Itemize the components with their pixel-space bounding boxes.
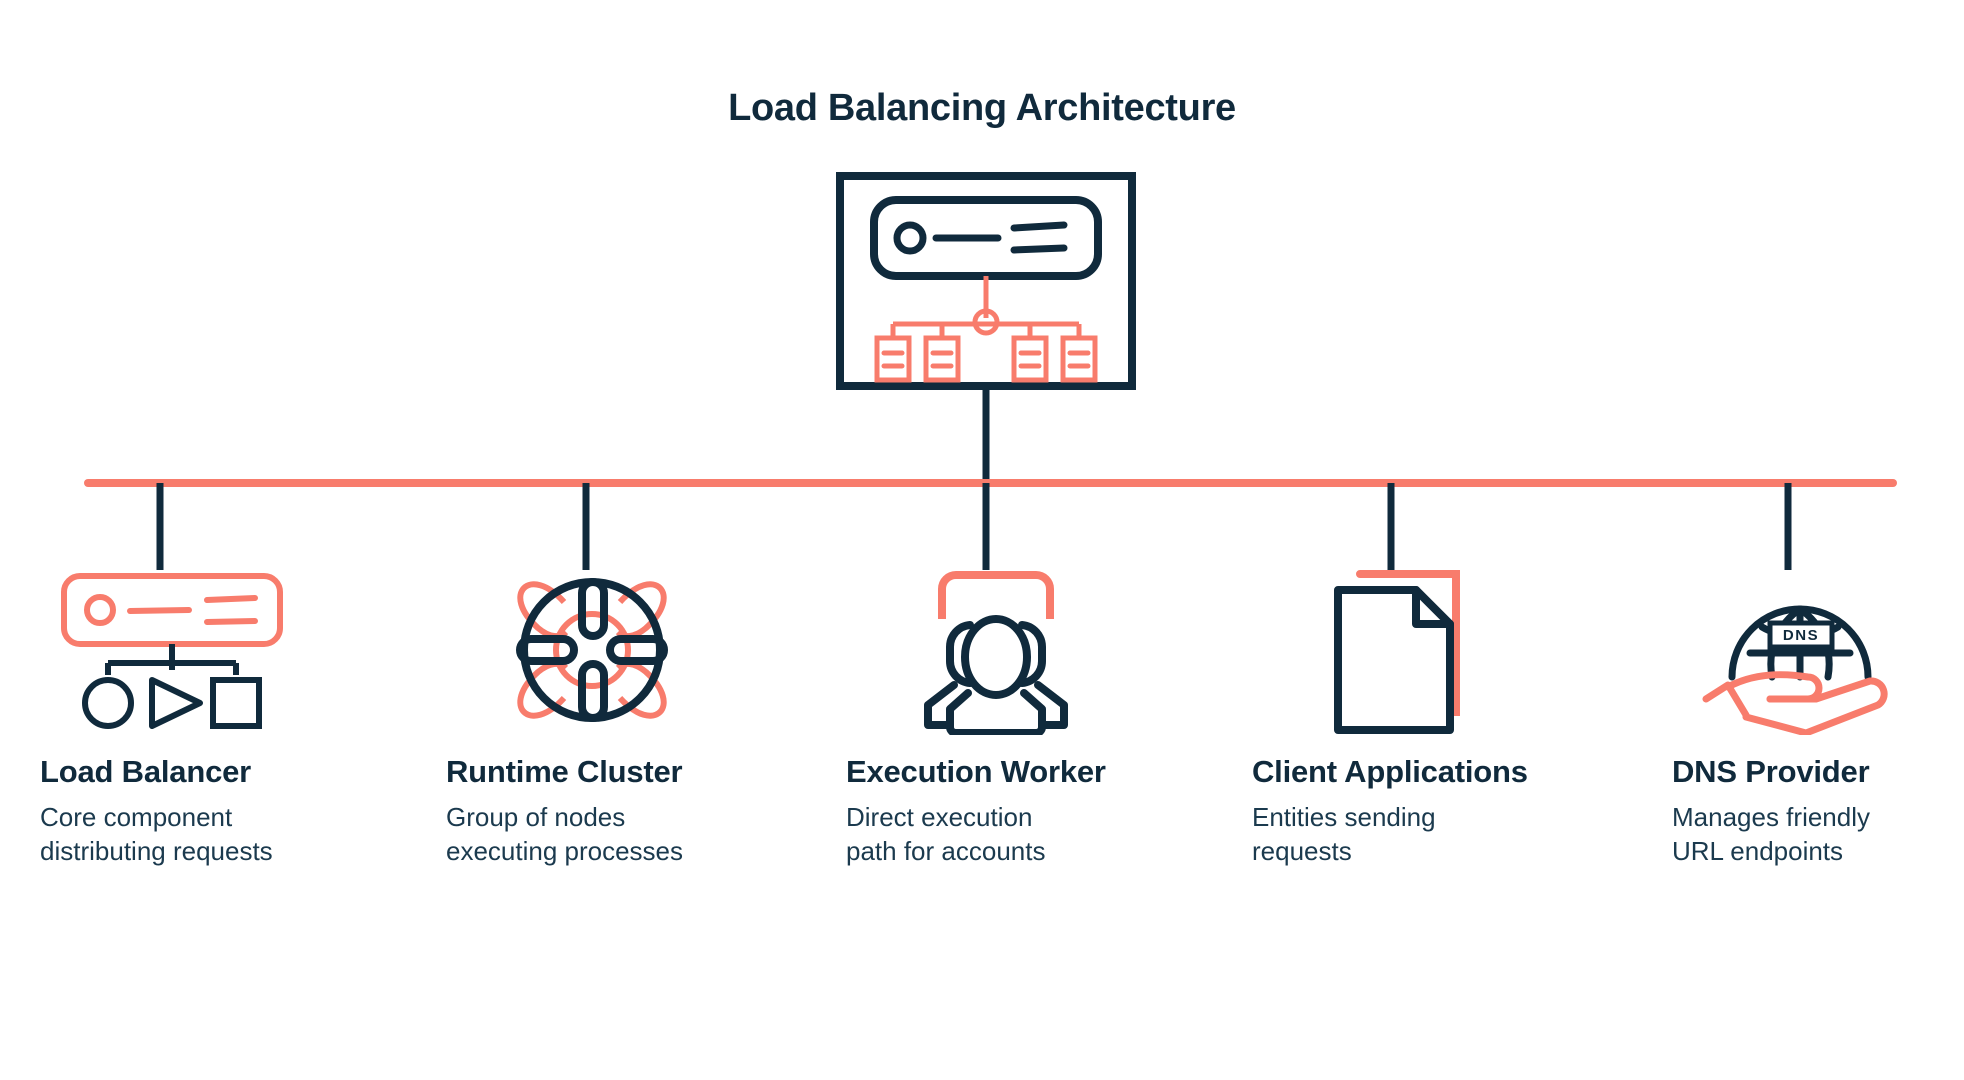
hub-server-1	[874, 335, 912, 383]
node-load-balancer[interactable]: Load Balancer Core component distributin…	[40, 560, 420, 869]
node-title: Runtime Cluster	[446, 754, 683, 789]
node-client-applications[interactable]: Client Applications Entities sending req…	[1252, 560, 1632, 869]
load-balancer-shapes-icon	[40, 560, 420, 740]
node-runtime-cluster[interactable]: Runtime Cluster Group of nodes executing…	[446, 560, 826, 869]
hub-line-2	[1010, 221, 1068, 232]
node-description-line: executing processes	[446, 836, 684, 867]
document-fold	[1412, 586, 1454, 628]
load-balancer-server-tree-icon	[836, 172, 1136, 390]
shape-square	[210, 677, 262, 729]
dns-label-text: DNS	[1783, 627, 1819, 644]
node-description-line: path for accounts	[846, 836, 1046, 867]
node-dns-provider[interactable]: DNS DNS Provider Manages friendly URL en…	[1672, 560, 1964, 869]
node-description-line: Manages friendly	[1672, 801, 1870, 832]
shape-circle	[82, 677, 134, 729]
node-description: Group of nodes executing processes	[446, 800, 826, 869]
node-title: DNS Provider	[1672, 754, 1870, 789]
node-title: Load Balancer	[40, 754, 252, 789]
node-description-line: Core component	[40, 801, 233, 832]
node-title: Execution Worker	[846, 754, 1106, 789]
node-description: Direct execution path for accounts	[846, 800, 1226, 869]
node-description: Entities sending requests	[1252, 800, 1632, 869]
node-title: Client Applications	[1252, 754, 1528, 789]
hub-status-dot	[893, 221, 927, 255]
hub-server-3	[1011, 335, 1049, 383]
shape-triangle	[149, 677, 203, 729]
hub-line-3	[1010, 244, 1068, 254]
node-description-line: Group of nodes	[446, 801, 626, 832]
hub-frame	[836, 172, 1136, 390]
node-description: Manages friendly URL endpoints	[1672, 800, 1964, 869]
node-description: Core component distributing requests	[40, 800, 420, 869]
node-description-line: Entities sending	[1252, 801, 1436, 832]
document-outline	[1334, 586, 1454, 734]
node-description-line: requests	[1252, 836, 1352, 867]
node-list: Load Balancer Core component distributin…	[0, 560, 1964, 900]
hub-server-2	[923, 335, 961, 383]
node-description-line: distributing requests	[40, 836, 273, 867]
user-group-icon	[846, 560, 1226, 740]
document-page-icon	[1252, 560, 1632, 740]
page-title: Load Balancing Architecture	[728, 87, 1236, 129]
hub-server-4	[1060, 335, 1098, 383]
node-description-line: Direct execution	[846, 801, 1033, 832]
dns-label-box	[1767, 620, 1835, 650]
dns-globe-hand-icon: DNS	[1672, 560, 1964, 740]
node-execution-worker[interactable]: Execution Worker Direct execution path f…	[846, 560, 1226, 869]
coral-arch	[938, 571, 1054, 619]
node-description-line: URL endpoints	[1672, 836, 1844, 867]
lifebuoy-cluster-icon	[446, 560, 826, 740]
